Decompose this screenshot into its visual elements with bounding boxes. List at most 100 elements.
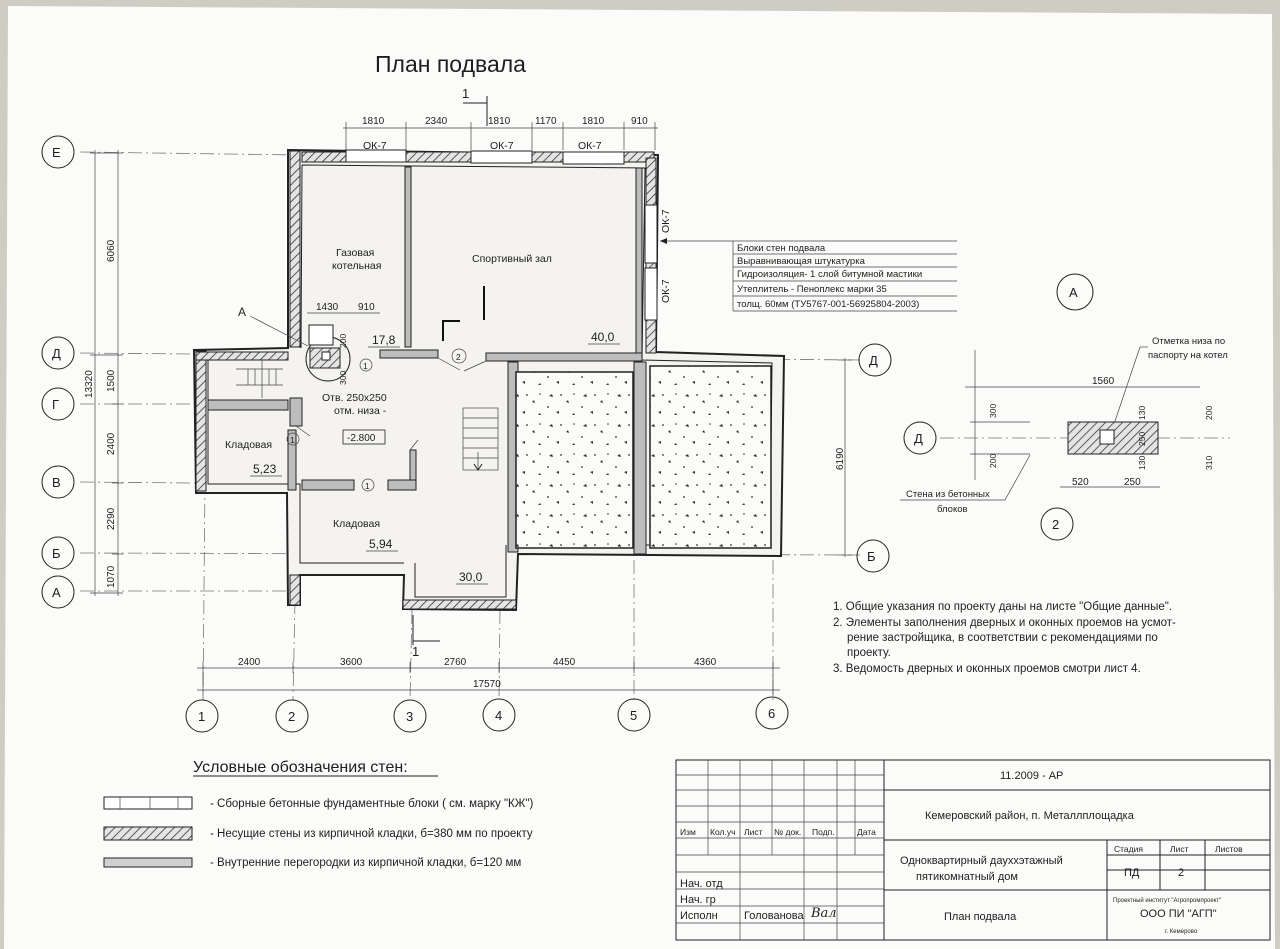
stamp-role-3: Исполн xyxy=(680,910,718,922)
callout-line-3: Гидроизоляция- 1 слой битумной мастики xyxy=(737,269,922,280)
stamp-executor: Голованова xyxy=(744,910,805,922)
note-2: 2. Элементы заполнения дверных и оконных… xyxy=(833,617,1176,629)
axis-row-v: В xyxy=(52,475,61,490)
dim-200-node: 200 xyxy=(338,334,348,348)
title-block: Изм Кол.уч Лист № док. Подп. Дата Нач. о… xyxy=(675,759,1271,941)
dim-bottom-1: 2400 xyxy=(238,657,261,668)
area-gym: 40,0 xyxy=(591,330,615,344)
axis-row-e: Е xyxy=(52,145,61,160)
dim-bottom-5: 4360 xyxy=(694,657,717,668)
dim-bottom-2: 3600 xyxy=(340,657,363,668)
detail-dim-130-bottom: 130 xyxy=(1137,456,1147,470)
detail-dim-130-top: 130 xyxy=(1137,406,1147,420)
legend-item-2: - Несущие стены из кирпичной кладки, б=3… xyxy=(210,828,533,840)
door-mark-3: 1 xyxy=(290,435,295,445)
node-a-label: А xyxy=(238,305,246,319)
detail-dim-1560: 1560 xyxy=(1092,376,1115,387)
window-mark-right-1: ОК-7 xyxy=(660,209,672,233)
dim-left-5: 1070 xyxy=(106,565,117,588)
area-hall: 30,0 xyxy=(459,570,483,584)
stamp-col-kol: Кол.уч xyxy=(710,827,736,837)
detail-dim-200-right: 200 xyxy=(1204,406,1214,420)
axis-row-d-right: Д xyxy=(869,353,878,368)
section-mark-bottom: 1 xyxy=(412,615,440,659)
section-mark-top: 1 xyxy=(462,86,488,126)
stamp-role-1: Нач. отд xyxy=(680,878,723,890)
room-label-gym: Спортивный зал xyxy=(472,253,552,265)
callout-line-4: Утеплитель - Пеноплекс марки 35 xyxy=(737,284,887,295)
stamp-org: ООО ПИ "АГП" xyxy=(1140,908,1217,920)
opening-label-1: Отв. 250х250 xyxy=(322,392,387,404)
room-label-storage1: Кладовая xyxy=(225,439,272,451)
dim-left-4: 2290 xyxy=(106,507,117,530)
general-notes: 1. Общие указания по проекту даны на лис… xyxy=(833,601,1176,675)
legend-item-1: - Сборные бетонные фундаментные блоки ( … xyxy=(210,798,533,810)
basement-plan: 1 2 1 1 Газовая котельная Спортивный зал… xyxy=(192,148,786,612)
stamp-location: Кемеровский район, п. Металлплощадка xyxy=(925,810,1135,822)
door-mark-2: 2 xyxy=(456,352,461,362)
stamp-object-1: Одноквартирный дауххэтажный xyxy=(900,855,1063,867)
detail-dim-200-left: 200 xyxy=(988,454,998,468)
column-axis-bubbles: 1 2 3 4 5 6 xyxy=(185,696,789,733)
window-mark-top-3: ОК-7 xyxy=(578,140,602,152)
window-mark-top-2: ОК-7 xyxy=(490,140,514,152)
window-mark-top-1: ОК-7 xyxy=(363,140,387,152)
stamp-stage-header: Стадия xyxy=(1114,844,1143,854)
room-label-storage2: Кладовая xyxy=(333,518,380,530)
axis-col-3: 3 xyxy=(406,709,413,724)
svg-text:1: 1 xyxy=(412,644,419,659)
callout-line-2: Выравнивающая штукатурка xyxy=(737,256,866,267)
callout-line-5: толщ. 60мм (ТУ5767-001-56925804-2003) xyxy=(737,299,919,310)
right-dimension: 6190 xyxy=(835,358,852,557)
dim-300-node: 300 xyxy=(338,371,348,385)
level-mark: -2.800 xyxy=(347,433,376,444)
dim-top-1: 1810 xyxy=(362,116,385,127)
room-label-boiler-1: Газовая xyxy=(336,247,374,259)
wall-legend: Условные обозначения стен: - Сборные бет… xyxy=(103,759,533,869)
dim-left-2: 1500 xyxy=(106,369,117,392)
note-2b: рение застройщика, в соответствии с реко… xyxy=(847,632,1158,644)
dim-left-total: 13320 xyxy=(84,370,95,398)
dim-left-1: 6060 xyxy=(106,239,117,262)
stamp-col-podp: Подп. xyxy=(812,827,835,837)
stamp-col-doc: № док. xyxy=(774,827,801,837)
stamp-org-small: Проектный институт "Агропромпроект" xyxy=(1113,897,1221,904)
stamp-role-2: Нач. гр xyxy=(680,894,716,906)
dim-910: 910 xyxy=(358,302,375,313)
room-label-boiler-2: котельная xyxy=(332,260,381,272)
axis-col-5: 5 xyxy=(630,708,637,723)
detail-dim-310: 310 xyxy=(1204,456,1214,470)
dim-top-3: 1810 xyxy=(488,116,511,127)
note-2c: проекту. xyxy=(847,647,891,659)
window-mark-right-2: ОК-7 xyxy=(660,279,672,303)
axis-row-b: Б xyxy=(52,546,61,561)
dim-top-4: 1170 xyxy=(535,116,557,127)
stamp-stage: ПД xyxy=(1124,867,1140,879)
dim-1430: 1430 xyxy=(316,302,339,313)
stamp-col-izm: Изм xyxy=(680,827,696,837)
axis-row-g: Г xyxy=(52,397,59,412)
area-boiler: 17,8 xyxy=(372,333,396,347)
detail-axis-d: Д xyxy=(914,431,923,446)
detail-dim-250-bottom: 250 xyxy=(1124,477,1141,488)
legend-item-3: - Внутренние перегородки из кирпичной кл… xyxy=(210,857,521,869)
axis-row-d: Д xyxy=(52,346,61,361)
area-storage1: 5,23 xyxy=(253,462,277,476)
top-dimension-chain: 1810 2340 1810 1170 1810 910 ОК-7 ОК-7 О… xyxy=(343,116,658,152)
col-axis-lines xyxy=(202,479,774,701)
bottom-dimension-chain: 2400 3600 2760 4450 4360 17570 xyxy=(197,657,780,696)
detail-wall-2: блоков xyxy=(937,504,968,515)
stamp-col-list: Лист xyxy=(744,827,763,837)
detail-mark-bottom: 2 xyxy=(1052,517,1059,532)
area-storage2: 5,94 xyxy=(369,537,393,551)
dim-top-5: 1810 xyxy=(582,116,605,127)
axis-col-6: 6 xyxy=(768,706,775,721)
opening-label-2: отм. низа - xyxy=(334,405,387,417)
svg-text:6190: 6190 xyxy=(835,447,846,470)
callout-line-1: Блоки стен подвала xyxy=(737,243,826,254)
stamp-object-2: пятикомнатный дом xyxy=(916,871,1018,883)
dim-bottom-4: 4450 xyxy=(553,657,576,668)
detail-note-2: паспорту на котел xyxy=(1148,350,1228,361)
detail-a: А Отметка низа по паспорту на котел 1560… xyxy=(900,273,1230,541)
detail-dim-520: 520 xyxy=(1072,477,1089,488)
